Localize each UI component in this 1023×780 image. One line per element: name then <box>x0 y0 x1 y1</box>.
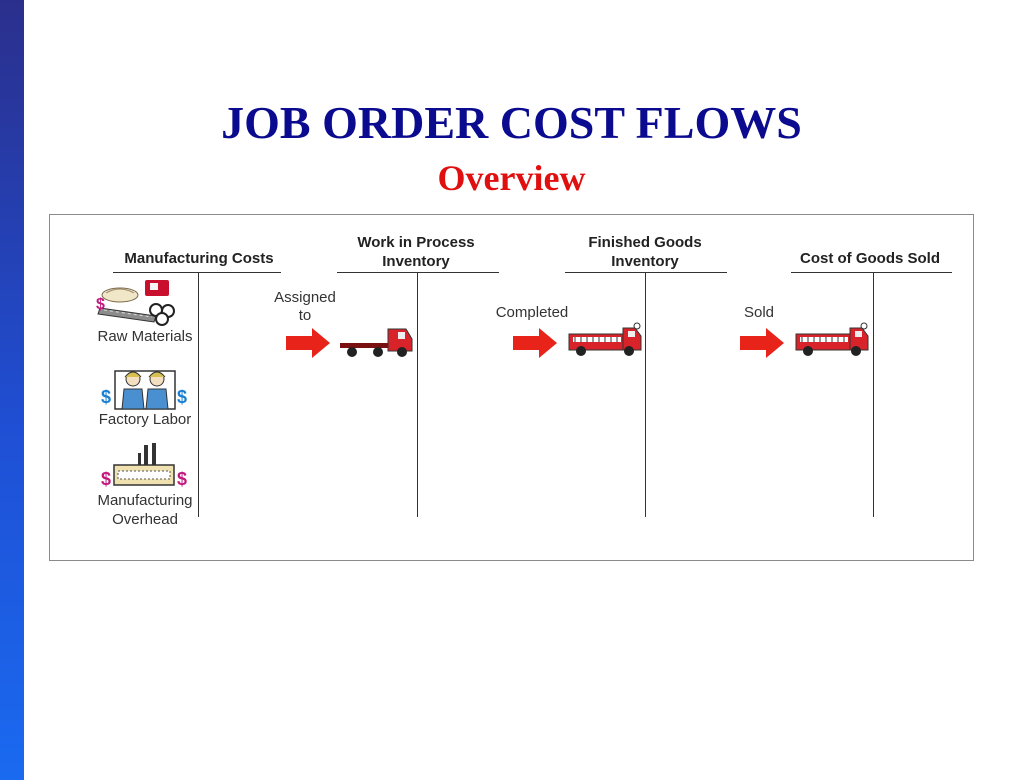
t-account-top-wip <box>337 272 499 273</box>
factory-labor-icon: $ $ <box>101 370 187 410</box>
account-header-wip-line2: Inventory <box>382 253 450 270</box>
fire-truck-finished-goods-icon <box>568 322 642 356</box>
slide-title: JOB ORDER COST FLOWS <box>221 97 802 148</box>
svg-text:$: $ <box>177 469 187 489</box>
raw-materials-icon: $ <box>96 280 175 326</box>
account-header-cost-of-goods-sold: Cost of Goods Sold <box>800 250 940 267</box>
flow-label-completed: Completed <box>495 304 569 321</box>
flow-arrow-sold-icon <box>740 328 784 358</box>
t-account-stem-finished-goods <box>645 272 646 517</box>
svg-text:$: $ <box>101 469 111 489</box>
fire-truck-cost-of-goods-sold-icon <box>795 322 869 356</box>
flatbed-truck-icon <box>340 328 413 357</box>
cost-flow-diagram: Manufacturing Costs Work in Process Inve… <box>49 214 974 561</box>
account-header-wip-line1: Work in Process <box>357 234 475 251</box>
t-account-stem-manufacturing-costs <box>198 272 199 517</box>
cost-item-raw-materials-label: Raw Materials <box>97 328 193 345</box>
cost-item-manufacturing-overhead-line1: Manufacturing <box>97 492 193 509</box>
t-account-top-manufacturing-costs <box>113 272 281 273</box>
t-account-stem-cost-of-goods-sold <box>873 272 874 517</box>
account-header-finished-goods-line2: Inventory <box>611 253 679 270</box>
flow-label-sold: Sold <box>743 304 775 321</box>
account-header-manufacturing-costs: Manufacturing Costs <box>124 250 274 267</box>
flow-label-assigned: Assigned <box>274 289 336 306</box>
svg-text:$: $ <box>96 296 105 313</box>
manufacturing-overhead-icon: $ $ <box>101 443 187 489</box>
account-header-finished-goods-line1: Finished Goods <box>588 234 702 251</box>
flow-label-to: to <box>298 307 312 324</box>
slide-subtitle: Overview <box>437 158 586 198</box>
flow-arrow-completed-icon <box>513 328 557 358</box>
svg-text:$: $ <box>101 387 111 407</box>
svg-text:$: $ <box>177 387 187 407</box>
flow-arrow-assigned-icon <box>286 328 330 358</box>
cost-item-factory-labor-label: Factory Labor <box>98 411 192 428</box>
t-account-stem-wip <box>417 272 418 517</box>
cost-item-manufacturing-overhead-line2: Overhead <box>112 511 178 528</box>
t-account-top-cost-of-goods-sold <box>791 272 952 273</box>
t-account-top-finished-goods <box>565 272 727 273</box>
slide-sidebar-bar <box>0 0 24 780</box>
